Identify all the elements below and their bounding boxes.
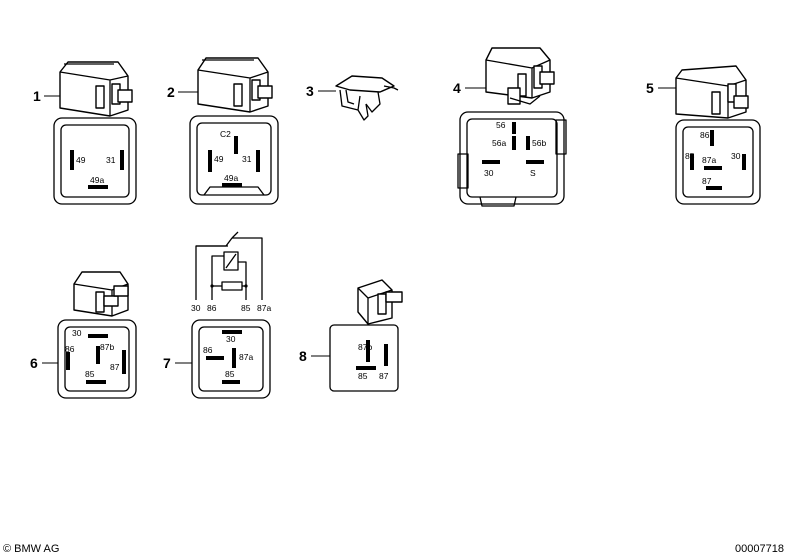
relay-6-pin-view: 30 86 87b 87 85 — [57, 319, 137, 399]
relay-4-pin-view: 56 56a 56b 30 S — [457, 111, 567, 207]
relay-1-3d-view — [59, 61, 133, 117]
relay-1-pin-label: 49 — [76, 155, 86, 165]
relay-item-7: 7 30 86 85 87a — [163, 231, 271, 399]
relay-2-pin-view: C2 49 31 49a — [189, 115, 279, 205]
callout-6: 6 — [30, 355, 38, 371]
relay-item-5: 5 86 85 87a 30 87 — [646, 65, 761, 205]
relay-8-pin-label: 85 — [358, 371, 368, 381]
relay-2-pin-label: C2 — [220, 129, 231, 139]
schematic-label: 86 — [207, 303, 217, 313]
relay-item-8: 8 87b 85 87 — [299, 279, 403, 392]
relay-6-pin-label: 87 — [110, 362, 120, 372]
relay-item-1: 1 49 31 49a — [33, 61, 137, 205]
relay-4-pin-label: 56b — [532, 138, 546, 148]
relay-item-4: 4 56 56a 56b 30 S — [453, 47, 567, 207]
relay-5-pin-label: 86 — [700, 130, 710, 140]
relay-5-3d-view — [675, 65, 749, 119]
callout-3: 3 — [306, 83, 314, 99]
relay-6-3d-view — [73, 271, 129, 317]
relay-2-pin-label: 49 — [214, 154, 224, 164]
schematic-label: 30 — [191, 303, 201, 313]
relay-4-3d-view — [485, 47, 555, 105]
callout-1: 1 — [33, 88, 41, 104]
relay-8-pin-view: 87b 85 87 — [329, 324, 399, 392]
relay-2-pin-label: 49a — [224, 173, 238, 183]
relay-8-pin-label: 87 — [379, 371, 389, 381]
bracket-clip — [335, 75, 399, 121]
relay-1-pin-label: 31 — [106, 155, 116, 165]
schematic-label: 85 — [241, 303, 251, 313]
relay-7-pin-label: 85 — [225, 369, 235, 379]
relay-5-pin-label: 30 — [731, 151, 741, 161]
relay-4-pin-label: 56 — [496, 120, 506, 130]
relay-5-pin-label: 87a — [702, 155, 716, 165]
schematic-label: 87a — [257, 303, 271, 313]
diagram-id: 00007718 — [735, 543, 784, 555]
relay-2-pin-label: 31 — [242, 154, 252, 164]
callout-8: 8 — [299, 348, 307, 364]
callout-5: 5 — [646, 80, 654, 96]
relay-6-pin-label: 30 — [72, 328, 82, 338]
relay-item-6: 6 30 86 87b 87 85 — [30, 271, 137, 399]
relay-2-3d-view — [197, 57, 273, 113]
callout-7: 7 — [163, 355, 171, 371]
relay-5-pin-label: 87 — [702, 176, 712, 186]
relay-7-pin-label: 87a — [239, 352, 253, 362]
copyright-text: © BMW AG — [3, 543, 59, 555]
relay-4-pin-label: S — [530, 168, 536, 178]
relay-5-pin-label: 85 — [685, 151, 695, 161]
relay-8-pin-label: 87b — [358, 342, 372, 352]
relay-item-3: 3 — [306, 75, 399, 121]
relay-8-3d-view — [357, 279, 403, 325]
relay-7-pin-label: 30 — [226, 334, 236, 344]
relay-item-2: 2 C2 49 31 49a — [167, 57, 279, 205]
relay-6-pin-label: 85 — [85, 369, 95, 379]
relay-5-pin-view: 86 85 87a 30 87 — [675, 119, 761, 205]
callout-4: 4 — [453, 80, 461, 96]
relay-4-pin-label: 30 — [484, 168, 494, 178]
relay-1-pin-view: 49 31 49a — [53, 117, 137, 205]
relay-4-pin-label: 56a — [492, 138, 506, 148]
relay-7-pin-label: 86 — [203, 345, 213, 355]
relay-6-pin-label: 87b — [100, 342, 114, 352]
relay-7-circuit-schematic: 30 86 85 87a — [191, 231, 271, 313]
callout-2: 2 — [167, 84, 175, 100]
relay-7-pin-view: 30 86 87a 85 — [191, 319, 271, 399]
relay-1-pin-label: 49a — [90, 175, 104, 185]
relay-6-pin-label: 86 — [65, 344, 75, 354]
